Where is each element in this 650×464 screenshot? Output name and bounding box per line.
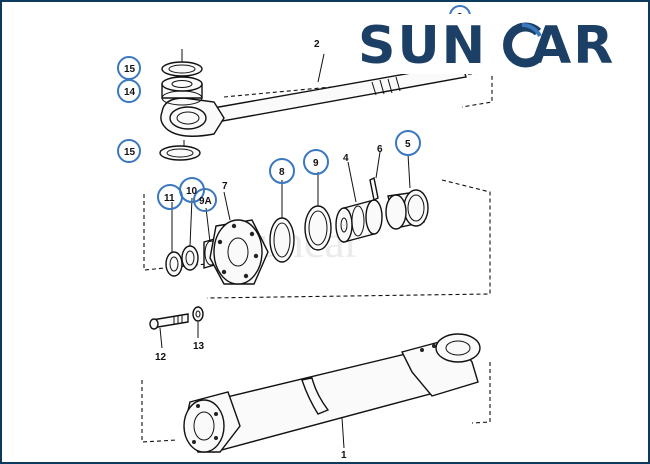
callout-15-top: 15	[124, 64, 136, 75]
highlight-circle-14	[117, 79, 141, 103]
callout-9a: 9A	[199, 196, 212, 207]
highlight-circle-9	[303, 149, 329, 175]
callout-2: 2	[314, 39, 320, 50]
washer-part-13	[192, 306, 204, 338]
cylinder-head-part-7	[209, 191, 269, 285]
callout-10: 10	[186, 186, 198, 197]
ring-part-9	[304, 172, 332, 251]
tube-plane-right	[471, 362, 491, 424]
logo-text-right: AR	[531, 16, 616, 76]
highlight-circle-8	[269, 158, 295, 184]
cylinder-tube-part-1	[183, 333, 481, 453]
highlight-circle-9a	[193, 188, 217, 212]
seal-part-10	[181, 197, 199, 271]
callout-15-bottom: 15	[124, 147, 136, 158]
callout-4: 4	[343, 153, 349, 164]
bolt-part-12	[149, 313, 189, 349]
callout-6: 6	[377, 144, 383, 155]
circlip-part-15-top	[161, 49, 203, 77]
rod-eye	[160, 97, 225, 137]
callout-11: 11	[164, 193, 175, 204]
ring-part-8	[269, 180, 295, 263]
suncar-logo: SUN AR	[358, 14, 648, 76]
callout-8: 8	[279, 167, 285, 178]
callout-1: 1	[341, 450, 347, 461]
callout-12: 12	[155, 352, 167, 363]
logo-c-mark-icon	[503, 22, 542, 68]
callout-13: 13	[193, 341, 205, 352]
tube-plane-left	[141, 380, 178, 443]
callout-14: 14	[124, 87, 136, 98]
callout-9: 9	[313, 158, 319, 169]
wear-ring-part-5	[385, 153, 429, 230]
callout-7: 7	[222, 181, 228, 192]
piston-plane-right	[206, 179, 491, 299]
seal-part-11	[165, 202, 183, 277]
bearing-part-14	[161, 76, 203, 106]
pin-part-6	[369, 151, 381, 202]
callout-5: 5	[405, 139, 411, 150]
highlight-circle-15-bottom	[117, 139, 141, 163]
highlight-circle-5	[395, 130, 421, 156]
piston-part-4	[335, 161, 383, 243]
logo-text-left: SUN	[358, 16, 488, 76]
circlip-part-15-bottom	[159, 140, 201, 161]
